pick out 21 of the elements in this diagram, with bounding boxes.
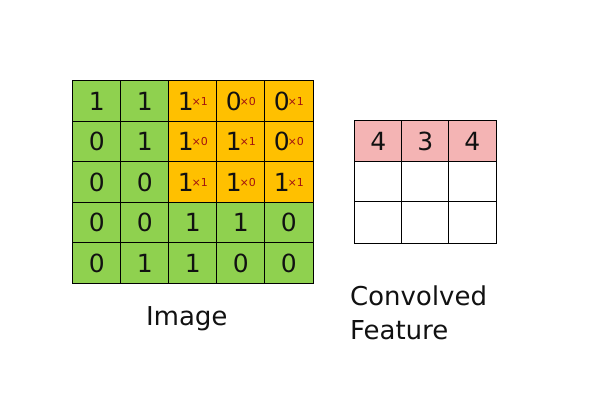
- pixel-cell: 0: [120, 161, 170, 204]
- pixel-cell: 0: [120, 202, 170, 244]
- caption: Image: [146, 301, 228, 334]
- pixel-cell: 1: [216, 202, 266, 244]
- feature-cell: 4: [354, 120, 402, 162]
- pixel-cell: 1: [72, 80, 122, 122]
- pixel-cell: 0: [72, 202, 122, 244]
- pixel-cell: 1: [120, 80, 170, 122]
- pixel-cell: 1: [120, 242, 170, 284]
- pixel-cell: 1: [168, 202, 218, 244]
- pixel-cell: 0: [72, 161, 122, 204]
- pixel-cell: 0: [72, 242, 122, 284]
- pixel-cell: 0: [264, 202, 314, 244]
- pixel-cell: 0: [72, 120, 122, 163]
- feature-cell: 3: [401, 120, 450, 162]
- caption: Convolved Feature: [350, 281, 488, 348]
- pixel-cell: 1: [120, 120, 170, 163]
- feature-cell: 4: [448, 120, 496, 162]
- pixel-cell: 0: [216, 242, 266, 284]
- pixel-cell: 0: [264, 242, 314, 284]
- pixel-cell: 1: [168, 242, 218, 284]
